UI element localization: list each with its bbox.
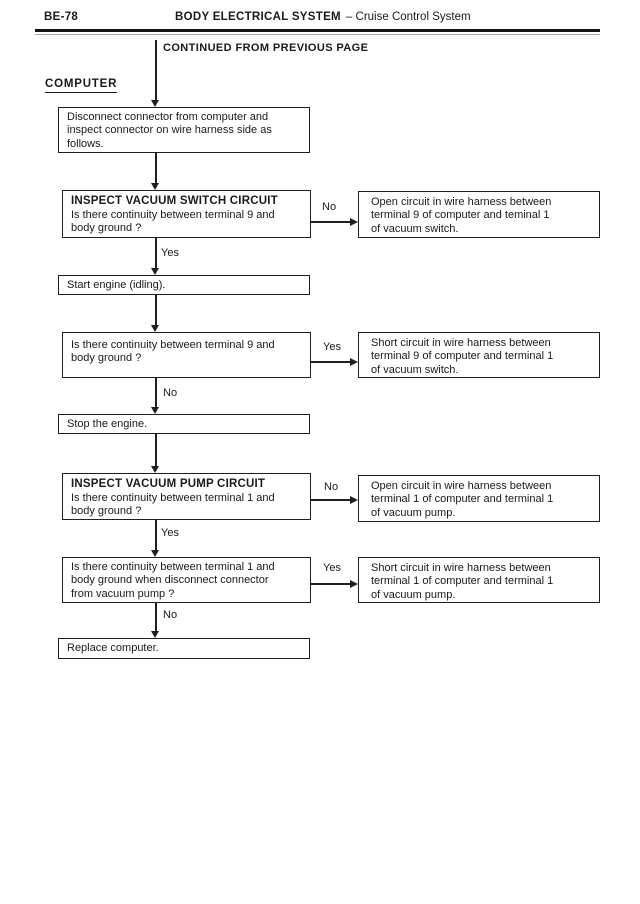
header-rule-shadow (35, 34, 600, 35)
flow-connector (155, 40, 157, 101)
flowchart-box-inspect-switch: INSPECT VACUUM SWITCH CIRCUIT Is there c… (62, 190, 311, 238)
arrow-down-icon (151, 325, 159, 332)
flowchart-box-short-pump: Short circuit in wire harness between te… (358, 557, 600, 603)
branch-label-no: No (163, 387, 178, 399)
arrow-right-icon (350, 218, 358, 226)
arrow-down-icon (151, 466, 159, 473)
box-line: body ground ? (71, 221, 142, 234)
flowchart-box-short-switch: Short circuit in wire harness between te… (358, 332, 600, 378)
flow-connector (155, 153, 157, 184)
flowchart-box-continuity-1: Is there continuity between terminal 1 a… (62, 557, 311, 603)
flow-connector (155, 238, 157, 269)
box-line: terminal 1 of computer and terminal 1 (371, 575, 554, 588)
flowchart-box-inspect-pump: INSPECT VACUUM PUMP CIRCUIT Is there con… (62, 473, 311, 520)
section-label-computer: COMPUTER (45, 78, 118, 93)
flow-connector (155, 520, 157, 551)
branch-label-no: No (322, 201, 337, 213)
box-line: Open circuit in wire harness between (371, 196, 552, 208)
branch-label-no: No (163, 609, 178, 621)
box-line: Is there continuity between terminal 9 a… (71, 339, 275, 351)
page-title-main: BODY ELECTRICAL SYSTEM (175, 11, 341, 23)
box-line: inspect connector on wire harness side a… (67, 124, 272, 137)
flow-connector (155, 378, 157, 408)
arrow-down-icon (151, 631, 159, 638)
flow-connector (155, 434, 157, 467)
flowchart-box-start-engine: Start engine (idling). (58, 275, 310, 295)
arrow-down-icon (151, 183, 159, 190)
branch-connector (311, 583, 351, 585)
box-line: Is there continuity between terminal 9 a… (71, 208, 275, 221)
flowchart-box-open-switch: Open circuit in wire harness between ter… (358, 191, 600, 238)
arrow-down-icon (151, 550, 159, 557)
box-line: terminal 1 of computer and terminal 1 (371, 493, 554, 506)
box-line: Start engine (idling). (67, 279, 166, 291)
box-line: Disconnect connector from computer and (67, 111, 269, 123)
arrow-right-icon (350, 496, 358, 504)
box-line: Is there continuity between terminal 1 a… (71, 491, 275, 504)
box-line: terminal 9 of computer and terminal 1 (371, 350, 554, 363)
box-line: Short circuit in wire harness between (371, 562, 551, 574)
page-title-sub: – Cruise Control System (345, 11, 471, 23)
box-line: Is there continuity between terminal 1 a… (71, 561, 275, 573)
box-line: Short circuit in wire harness between (371, 337, 551, 349)
flow-connector (155, 603, 157, 632)
page-title: BODY ELECTRICAL SYSTEM – Cruise Control S… (175, 11, 471, 23)
box-line: of vacuum switch. (371, 222, 459, 235)
continued-label: CONTINUED FROM PREVIOUS PAGE (163, 42, 369, 54)
box-line: of vacuum switch. (371, 363, 459, 376)
flowchart-box-open-pump: Open circuit in wire harness between ter… (358, 475, 600, 522)
flowchart-box-disconnect: Disconnect connector from computer and i… (58, 107, 310, 153)
box-line: body ground ? (71, 504, 142, 517)
page-number: BE-78 (44, 11, 79, 23)
arrow-down-icon (151, 268, 159, 275)
box-line: body ground ? (71, 352, 142, 365)
arrow-right-icon (350, 358, 358, 366)
box-line: of vacuum pump. (371, 588, 456, 601)
branch-label-no: No (324, 481, 339, 493)
arrow-down-icon (151, 100, 159, 107)
box-heading: INSPECT VACUUM PUMP CIRCUIT (71, 478, 266, 490)
branch-connector (311, 221, 351, 223)
branch-label-yes: Yes (161, 527, 179, 539)
branch-label-yes: Yes (323, 562, 341, 574)
box-line: Stop the engine. (67, 418, 148, 430)
branch-label-yes: Yes (323, 341, 341, 353)
flowchart-box-continuity-9: Is there continuity between terminal 9 a… (62, 332, 311, 378)
box-heading: INSPECT VACUUM SWITCH CIRCUIT (71, 195, 278, 207)
box-line: Open circuit in wire harness between (371, 480, 552, 492)
box-line: from vacuum pump ? (71, 587, 175, 600)
header-rule (35, 29, 600, 32)
box-line: terminal 9 of computer and teminal 1 (371, 209, 550, 222)
flowchart-box-stop-engine: Stop the engine. (58, 414, 310, 434)
box-line: follows. (67, 137, 104, 150)
arrow-down-icon (151, 407, 159, 414)
branch-connector (311, 361, 351, 363)
flow-connector (155, 295, 157, 326)
branch-label-yes: Yes (161, 247, 179, 259)
box-line: body ground when disconnect connector (71, 574, 269, 587)
flowchart-box-replace-computer: Replace computer. (58, 638, 310, 659)
arrow-right-icon (350, 580, 358, 588)
branch-connector (311, 499, 351, 501)
box-line: Replace computer. (67, 642, 159, 654)
box-line: of vacuum pump. (371, 506, 456, 519)
